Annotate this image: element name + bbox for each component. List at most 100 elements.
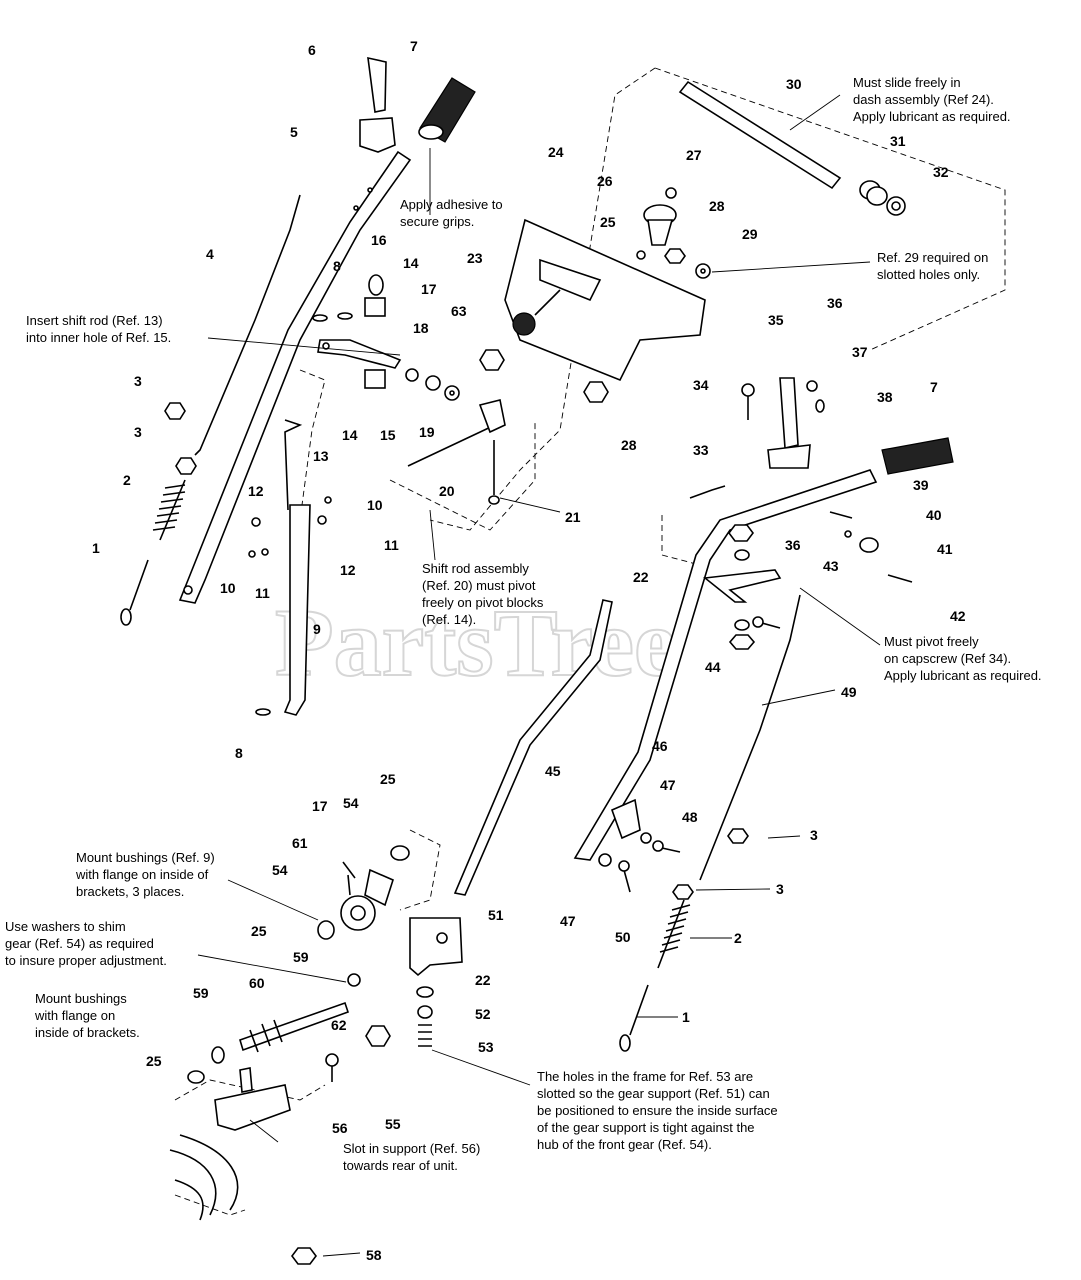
part-number: 15 [380,427,396,443]
small-hardware [248,312,353,716]
leader-lines [197,94,881,1257]
note-shift-insert: Insert shift rod (Ref. 13) into inner ho… [26,313,171,345]
part-number: 59 [293,949,309,965]
part-number: 3 [810,827,818,843]
part-number: 2 [734,930,742,946]
part-number: 54 [343,795,359,811]
dash-assembly-24 [504,218,706,382]
part-number: 18 [413,320,429,336]
eyebolt-1-left [120,559,149,626]
part-number: 22 [475,972,491,988]
note-pivot-capscrew: Must pivot freely on capscrew (Ref 34). … [884,634,1042,683]
part-number: 31 [890,133,906,149]
part-number: 56 [332,1120,348,1136]
assembly-notes: Apply adhesive to secure grips. Insert s… [5,75,1042,1173]
control-rod-49 [699,594,801,881]
part-number: 58 [366,1247,382,1263]
shift-lever-6 [359,56,396,153]
part-number: 47 [560,913,576,929]
nut-58 [291,1247,317,1265]
shaft-60 [239,1001,350,1053]
gear-support-51 [409,917,463,977]
shift-arm-15 [317,339,402,369]
part-number: 37 [852,344,868,360]
part-number: 61 [292,835,308,851]
part-number: 7 [930,379,938,395]
note-bushings-flange: Mount bushings with flange on inside of … [34,991,140,1040]
part-number: 49 [841,684,857,700]
part-number: 2 [123,472,131,488]
part-number: 30 [786,76,802,92]
part-number: 8 [333,258,341,274]
part-number: 25 [146,1053,162,1069]
part-number: 5 [290,124,298,140]
part-number: 60 [249,975,265,991]
gear-54 [340,868,394,931]
part-number: 14 [342,427,358,443]
part-number: 25 [600,214,616,230]
support-56 [214,1067,291,1131]
note-ref29: Ref. 29 required on slotted holes only. [877,250,992,282]
nut-63 [479,349,505,371]
part-number: 62 [331,1017,347,1033]
note-washers-shim: Use washers to shim gear (Ref. 54) as re… [5,919,167,968]
part-number: 8 [235,745,243,761]
part-number: 25 [380,771,396,787]
part-number: 10 [220,580,236,596]
spring-2-right [657,899,691,969]
shift-rod-30 [678,80,842,190]
right-hardware [728,380,913,650]
part-number: 43 [823,558,839,574]
part-number: 20 [439,483,455,499]
note-bushings-3: Mount bushings (Ref. 9) with flange on i… [75,850,218,899]
bushing-32 [886,196,906,216]
part-number: 12 [248,483,264,499]
part-number: 41 [937,541,953,557]
knob-26 [643,204,677,246]
part-number: 19 [419,424,435,440]
part-number: 11 [255,585,270,601]
part-number: 48 [682,809,698,825]
part-number: 4 [206,246,214,262]
part-number: 16 [371,232,387,248]
left-handle [178,150,412,604]
part-number: 45 [545,763,561,779]
part-number: 36 [785,537,801,553]
part-number: 1 [682,1009,690,1025]
spring-2-left [152,479,186,541]
pivot-blocks-14 [364,297,386,389]
lower-right-hardware [598,828,749,900]
frame-rails [169,1134,239,1221]
part-number: 24 [548,144,564,160]
control-rod-4 [194,194,301,456]
part-number: 34 [693,377,709,393]
assembly-outlines [174,67,1006,1216]
spring-31 [859,180,888,206]
part-number: 44 [705,659,721,675]
part-number: 6 [308,42,316,58]
note-adhesive: Apply adhesive to secure grips. [400,197,506,229]
gear-hardware [187,845,434,1084]
lever-35 [767,377,811,469]
part-number: 39 [913,477,929,493]
right-handle-38 [573,469,878,861]
note-slot-support: Slot in support (Ref. 56) towards rear o… [343,1141,484,1173]
part-number: 27 [686,147,702,163]
bracket-46 [610,798,641,840]
part-number: 42 [950,608,966,624]
part-number: 51 [488,907,504,923]
washers-18-19 [405,368,460,401]
grip-7-left [418,77,476,143]
part-number: 35 [768,312,784,328]
part-number: 3 [134,424,142,440]
shift-rod-45 [453,599,613,896]
latch-43 [702,569,782,603]
part-number: 21 [565,509,581,525]
part-number: 47 [660,777,676,793]
part-number: 59 [193,985,209,1001]
part-number: 28 [709,198,725,214]
part-number: 50 [615,929,631,945]
part-number: 52 [475,1006,491,1022]
part-number: 1 [92,540,100,556]
